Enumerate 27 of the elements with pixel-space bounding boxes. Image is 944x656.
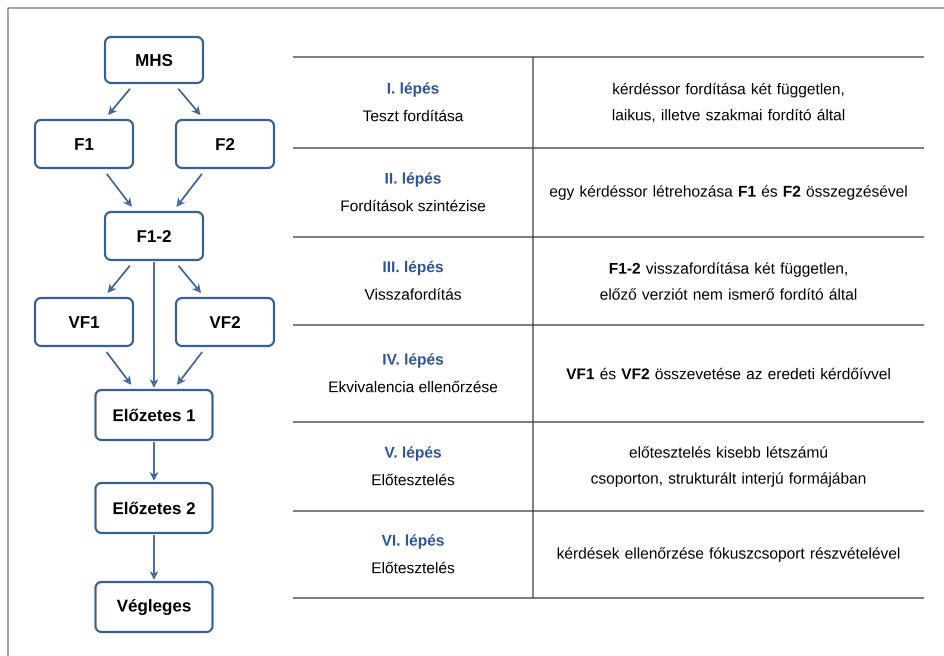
- step-box: Előzetes 1: [94, 388, 214, 442]
- step-number: III. lépés: [383, 260, 443, 276]
- step-box: Végleges: [94, 580, 214, 634]
- step-name: Teszt fordítása: [362, 110, 464, 122]
- step-box: F1-2: [104, 210, 204, 262]
- step-box: F2: [174, 118, 276, 170]
- step-name: Fordítások szintézise: [341, 200, 486, 212]
- step-name: Ekvivalencia ellenőrzése: [329, 380, 498, 392]
- step-description: F1-2 visszafordítása két független, előző verziót nem ismerő fordító által: [600, 262, 856, 300]
- step-box: F1: [34, 118, 134, 170]
- step-description: kérdések ellenőrzése fókuszcsoport részvételével: [558, 547, 900, 562]
- step-number: I. lépés: [388, 82, 439, 97]
- step-description: VF1 és VF2 összevetése az eredeti kérdőívvel: [566, 368, 890, 380]
- step-box: MHS: [104, 36, 204, 84]
- step-number: IV. lépés: [383, 353, 444, 368]
- step-number: V. lépés: [384, 446, 441, 461]
- step-name: Visszafordítás: [364, 288, 461, 300]
- step-box: Előzetes 2: [94, 482, 214, 534]
- step-description: egy kérdéssor létrehozása F1 és F2 összegzésével: [550, 185, 907, 200]
- step-box: VF2: [174, 296, 276, 348]
- step-description: kérdéssor fordítása két független, laikus, illetve szakmai fordító által: [612, 82, 844, 122]
- step-name: Előtesztelés: [372, 562, 454, 574]
- step-description: előtesztelés kisebb létszámú csoporton, strukturált interjú formájában: [591, 446, 866, 487]
- step-number: VI. lépés: [382, 534, 444, 549]
- step-box: VF1: [34, 296, 134, 348]
- step-number: II. lépés: [386, 172, 441, 187]
- step-name: Előtesztelés: [372, 474, 454, 486]
